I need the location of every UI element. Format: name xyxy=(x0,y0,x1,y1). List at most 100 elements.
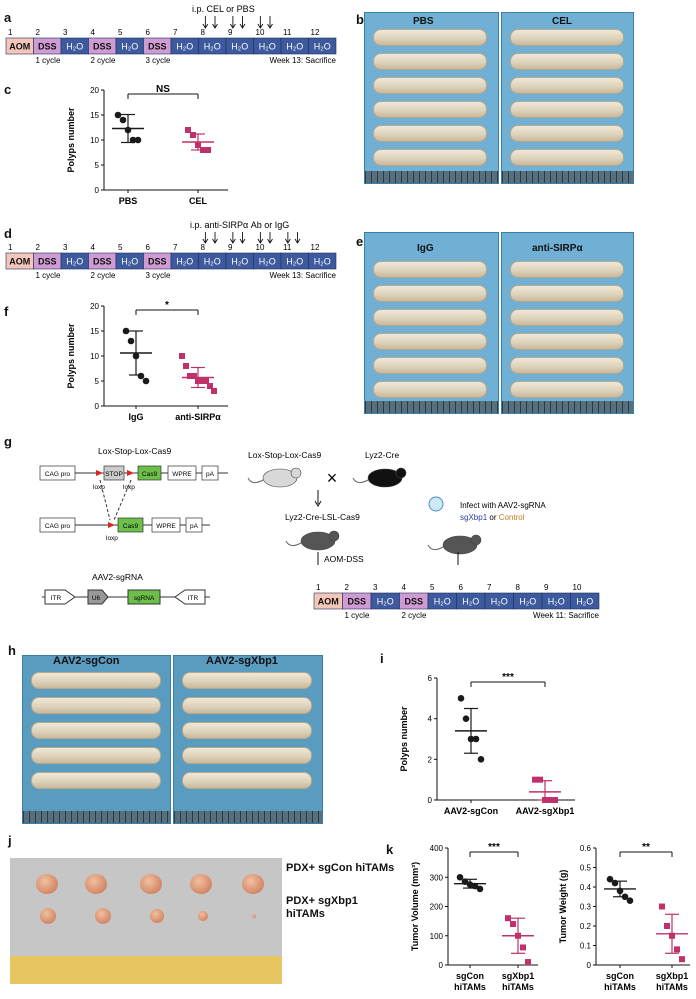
mouse-icon-tail xyxy=(247,477,264,484)
construct-element xyxy=(117,517,144,533)
week-number: 3 xyxy=(63,243,68,252)
x-tick-label: AAV2-sgCon xyxy=(444,806,498,816)
ruler xyxy=(365,401,498,413)
timeline-cell-label: H₂O xyxy=(576,597,593,607)
colon-tissue xyxy=(373,77,487,94)
recombination-line xyxy=(113,479,132,521)
photo-label: AAV2-sgCon xyxy=(53,655,120,667)
data-point xyxy=(119,116,127,124)
timeline-cell-label: H₂O xyxy=(286,42,303,52)
data-point xyxy=(532,776,538,783)
tumor-photo-j xyxy=(10,858,282,984)
sacrifice-label: Week 13: Sacrifice xyxy=(269,56,336,65)
data-point xyxy=(183,363,189,369)
y-tick-label: 0.2 xyxy=(580,922,592,931)
colon-tissue xyxy=(510,333,624,350)
x-tick-label: IgG xyxy=(129,412,144,422)
x-tick-label: hiTAMs xyxy=(604,982,636,992)
data-point xyxy=(471,882,479,890)
week-number: 3 xyxy=(373,583,378,592)
sgrna-label: sgXbp1 or Control xyxy=(460,513,525,522)
y-axis-label: Tumor Volume (mm³) xyxy=(410,862,420,951)
loxp-label: loxp xyxy=(123,484,135,491)
data-point xyxy=(476,885,484,893)
photo-label: IgG xyxy=(417,243,434,254)
loxp-site xyxy=(96,470,103,476)
colon-tissue xyxy=(510,101,624,118)
data-point xyxy=(195,142,201,148)
timeline-cell-label: H₂O xyxy=(231,257,248,267)
timeline-cell-label: H₂O xyxy=(204,257,221,267)
colon-photo-e-right: anti-SIRPα xyxy=(501,232,634,414)
colon-tissue xyxy=(373,53,487,70)
data-point xyxy=(674,946,680,953)
data-point xyxy=(457,695,465,702)
data-point xyxy=(542,797,548,803)
photo-label: PBS xyxy=(413,16,434,27)
mouse-icon-head xyxy=(328,530,340,542)
panel-label-b: b xyxy=(356,12,364,27)
data-point xyxy=(122,327,130,335)
data-point xyxy=(199,378,205,384)
tumor xyxy=(36,874,58,894)
timeline-cell-label: H₂O xyxy=(286,257,303,267)
arrow-head xyxy=(229,23,236,29)
week-number: 2 xyxy=(36,28,41,37)
ruler xyxy=(23,811,170,823)
colon-tissue xyxy=(31,672,161,689)
arrow-head xyxy=(212,238,218,244)
timeline-cell-label: H₂O xyxy=(548,597,565,607)
tumor xyxy=(40,908,56,924)
colon-tissue xyxy=(31,772,161,789)
week-number: 3 xyxy=(63,28,68,37)
data-point xyxy=(129,136,137,144)
colon-photo-h-left: AAV2-sgCon xyxy=(22,655,171,824)
construct-element-label: sgRNA xyxy=(134,595,155,602)
timeline-cell xyxy=(308,37,337,55)
timeline-cell-label: DSS xyxy=(347,597,366,607)
y-tick-label: 400 xyxy=(430,844,444,853)
mouse-icon-head xyxy=(395,467,407,479)
week-number: 11 xyxy=(283,28,292,37)
x-tick-label: hiTAMs xyxy=(454,982,486,992)
data-point xyxy=(124,126,132,134)
arrow-head xyxy=(314,500,322,507)
injection-label: i.p. CEL or PBS xyxy=(192,4,255,14)
construct-element-label: ITR xyxy=(188,595,199,602)
colon-tissue xyxy=(510,53,624,70)
colon-tissue xyxy=(510,77,624,94)
timeline-cell-label: H₂O xyxy=(259,42,276,52)
y-tick-label: 2 xyxy=(428,755,433,764)
week-number: 7 xyxy=(173,243,178,252)
data-point xyxy=(127,337,135,345)
loxp-site xyxy=(127,470,134,476)
data-point xyxy=(669,932,675,939)
construct-element xyxy=(39,465,76,481)
week-number: 6 xyxy=(459,583,464,592)
y-tick-label: 10 xyxy=(90,136,99,145)
panel-label-d: d xyxy=(4,226,12,241)
recombination-line xyxy=(99,479,111,521)
cycle-label: 2 cycle xyxy=(402,611,427,620)
week-number: 5 xyxy=(118,28,123,37)
virus-icon xyxy=(428,496,444,512)
loxp-label: loxp xyxy=(93,484,105,491)
y-tick-label: 200 xyxy=(430,903,444,912)
colon-tissue xyxy=(373,381,487,398)
week-number: 4 xyxy=(402,583,407,592)
y-tick-label: 0.6 xyxy=(580,844,592,853)
colon-tissue xyxy=(373,261,487,278)
week-number: 7 xyxy=(173,28,178,37)
week-number: 2 xyxy=(345,583,350,592)
timeline-cell xyxy=(570,592,600,610)
construct-element-label: pA xyxy=(190,523,199,530)
data-point xyxy=(114,111,122,119)
colon-tissue xyxy=(31,747,161,764)
timeline-cell-label: H₂O xyxy=(314,42,331,52)
photo-label: CEL xyxy=(552,16,572,27)
colon-tissue xyxy=(373,149,487,166)
